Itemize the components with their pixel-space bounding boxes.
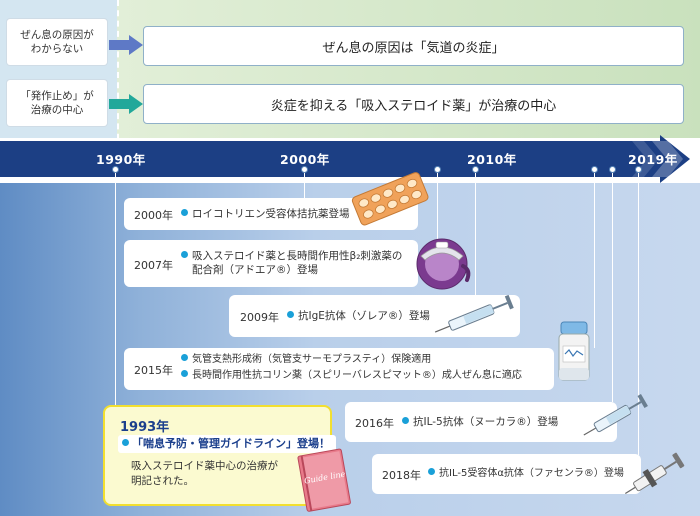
syringe-icon (434, 294, 514, 333)
connector-line-2000 (304, 170, 305, 198)
event-2018-year: 2018年 (382, 469, 421, 482)
event-2009-line: 抗IgE抗体（ゾレア®）登場 (287, 309, 430, 323)
bullet-icon (402, 417, 409, 424)
event-2000-year: 2000年 (134, 209, 173, 222)
event-2015-text-1: 気管支熱形成術（気管支サーモプラスティ）保険適用 (192, 354, 432, 365)
event-2016-line: 抗IL-5抗体（ヌーカラ®）登場 (402, 415, 558, 429)
event-2007-line-1: 吸入ステロイド薬と長時間作用性β₂刺激薬の (181, 249, 402, 263)
cause-unknown-label: ぜん息の原因が わからない (7, 19, 107, 65)
guideline-1993-tag: 「喘息予防・管理ガイドライン」登場！ (118, 435, 336, 453)
soft-mist-inhaler-icon (558, 321, 590, 381)
event-2015-line-2: 長時間作用性抗コリン薬（スピリーバレスピマット®）成人ぜん息に適応 (181, 369, 522, 383)
event-2007-card: 2007年 吸入ステロイド薬と長時間作用性β₂刺激薬の 配合剤（アドエア®）登場 (124, 240, 418, 287)
event-2009-text: 抗IgE抗体（ゾレア®）登場 (298, 310, 430, 322)
event-2018-text: 抗IL-5受容体α抗体（ファセンラ®）登場 (439, 468, 624, 479)
tablet-blister-pack-icon (351, 172, 429, 226)
cause-airway-inflammation-text: ぜん息の原因は「気道の炎症」 (322, 40, 505, 56)
bullet-icon (181, 354, 188, 361)
bullet-icon (181, 251, 188, 258)
year-label-2019: 2019年 (628, 152, 678, 167)
inhaler-disk-icon (416, 238, 471, 290)
connector-dot-2000 (301, 166, 308, 173)
event-2007-text-2: 配合剤（アドエア®）登場 (192, 264, 318, 276)
connector-line-2015 (594, 170, 595, 348)
connector-line-1993 (115, 170, 116, 407)
cause-unknown-text: ぜん息の原因が わからない (20, 29, 94, 55)
guideline-1993-year: 1993年 (120, 420, 170, 435)
bullet-icon (181, 370, 188, 377)
event-2000-text: ロイコトリエン受容体拮抗薬登場 (192, 208, 350, 220)
event-2016-year: 2016年 (355, 417, 394, 430)
connector-line-2016 (612, 170, 613, 402)
connector-dot-2018 (635, 166, 642, 173)
year-label-2000: 2000年 (280, 152, 330, 167)
event-2016-card: 2016年 抗IL-5抗体（ヌーカラ®）登場 (345, 402, 617, 442)
guideline-book-icon: Guide line (297, 448, 351, 512)
year-label-2010: 2010年 (467, 152, 517, 167)
guideline-1993-desc-line-2: 明記された。 (131, 475, 194, 487)
event-2007-text-1: 吸入ステロイド薬と長時間作用性β₂刺激薬の (192, 250, 403, 262)
event-2007-year: 2007年 (134, 259, 173, 272)
syringe-icon (583, 393, 648, 436)
reliever-centered-text: 「発作止め」が 治療の中心 (20, 90, 94, 116)
guideline-1993-box: 1993年 「喘息予防・管理ガイドライン」登場！ 吸入ステロイド薬中心の治療が … (103, 405, 336, 506)
bullet-icon (287, 311, 294, 318)
connector-dot-2015 (591, 166, 598, 173)
year-label-1990: 1990年 (96, 152, 146, 167)
connector-line-2018 (638, 170, 639, 455)
event-2015-line-1: 気管支熱形成術（気管支サーモプラスティ）保険適用 (181, 353, 431, 367)
cause-airway-inflammation-box: ぜん息の原因は「気道の炎症」 (143, 26, 684, 66)
guideline-1993-desc-line-1: 吸入ステロイド薬中心の治療が (131, 460, 278, 472)
treatment-arrow-icon (109, 94, 143, 114)
connector-dot-2009 (472, 166, 479, 173)
event-2015-card: 2015年 気管支熱形成術（気管支サーモプラスティ）保険適用 長時間作用性抗コリ… (124, 348, 554, 390)
reliever-centered-label: 「発作止め」が 治療の中心 (7, 80, 107, 126)
connector-dot-1993 (112, 166, 119, 173)
event-2018-card: 2018年 抗IL-5受容体α抗体（ファセンラ®）登場 (372, 454, 641, 494)
timeline-arrow (0, 135, 690, 183)
bullet-icon (122, 439, 129, 446)
era-divider-dashed-line (117, 0, 119, 150)
inhaled-steroid-centered-text: 炎症を抑える「吸入ステロイド薬」が治療の中心 (270, 98, 557, 114)
event-2016-text: 抗IL-5抗体（ヌーカラ®）登場 (413, 416, 559, 428)
guideline-1993-tag-text: 「喘息予防・管理ガイドライン」登場！ (132, 437, 330, 450)
event-2015-text-2: 長時間作用性抗コリン薬（スピリーバレスピマット®）成人ぜん息に適応 (192, 370, 522, 381)
prefilled-syringe-icon (625, 452, 685, 495)
event-2000-line: ロイコトリエン受容体拮抗薬登場 (181, 207, 350, 221)
inhaled-steroid-centered-box: 炎症を抑える「吸入ステロイド薬」が治療の中心 (143, 84, 684, 124)
connector-dot-2016 (609, 166, 616, 173)
bullet-icon (181, 209, 188, 216)
connector-line-2009 (475, 170, 476, 295)
cause-arrow-icon (109, 35, 143, 55)
event-2018-line: 抗IL-5受容体α抗体（ファセンラ®）登場 (428, 467, 624, 481)
connector-line-2007 (437, 170, 438, 240)
event-2015-year: 2015年 (134, 364, 173, 377)
bullet-icon (428, 468, 435, 475)
connector-dot-2007 (434, 166, 441, 173)
event-2009-year: 2009年 (240, 311, 279, 324)
